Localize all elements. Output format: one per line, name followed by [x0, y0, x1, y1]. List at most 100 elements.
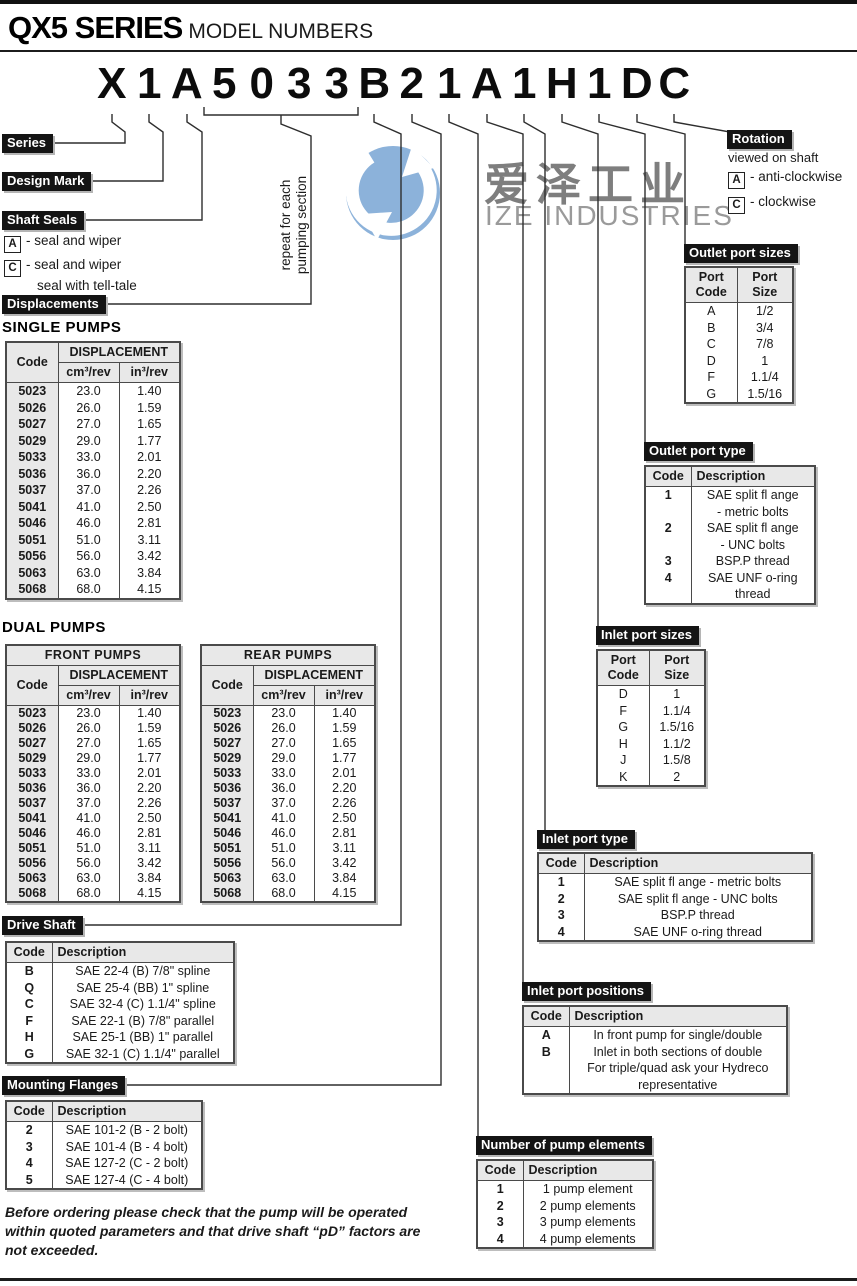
table-row: 5068 68.0 4.15 — [200, 886, 376, 902]
model-char: 3 — [324, 59, 349, 108]
table-row: G 1.5/16 — [684, 385, 794, 403]
table-row: D 1 — [596, 685, 706, 703]
table-row: 5063 63.0 3.84 — [5, 564, 181, 581]
col-code: Code — [5, 1100, 53, 1122]
col-description: Description — [51, 1100, 203, 1122]
label-outlet-port-type: Outlet port type — [644, 442, 753, 461]
table-row: 5041 41.0 2.50 — [5, 498, 181, 515]
table-row: 5051 51.0 3.11 — [200, 841, 376, 856]
col-displacement: DISPLACEMENT — [252, 665, 376, 686]
single-pumps-heading: SINGLE PUMPS — [2, 319, 122, 336]
table-row: 5036 36.0 2.20 — [5, 465, 181, 482]
code-box: C — [4, 260, 21, 277]
col-description: Description — [690, 465, 816, 487]
table-row: 5068 68.0 4.15 — [5, 886, 181, 902]
label-drive-shaft: Drive Shaft — [2, 916, 83, 935]
col-port-code: Port Code — [684, 266, 738, 303]
table-row: F SAE 22-1 (B) 7/8" parallel — [5, 1012, 235, 1029]
inlet-port-sizes-table: Port Code Port Size D 1 F 1.1/4 G 1.5/16… — [596, 649, 706, 787]
table-row: 1 SAE split fl ange - metric bolts — [537, 873, 813, 891]
table-row: 5033 33.0 2.01 — [5, 766, 181, 781]
col-cm3: cm³/rev — [252, 685, 315, 706]
watermark-chinese: 爱泽工业 — [484, 159, 693, 210]
col-code: Code — [5, 665, 59, 706]
table-row: 5029 29.0 1.77 — [5, 432, 181, 449]
col-description: Description — [522, 1159, 654, 1181]
label-displacements: Displacements — [2, 295, 106, 314]
col-code: Code — [476, 1159, 524, 1181]
model-char: A — [170, 59, 203, 108]
col-description: Description — [583, 852, 813, 874]
table-row: H SAE 25-1 (BB) 1" parallel — [5, 1029, 235, 1046]
table-row: 5029 29.0 1.77 — [5, 751, 181, 766]
table-row: 5046 46.0 2.81 — [5, 826, 181, 841]
code-box: A — [4, 236, 21, 253]
rotation-option: C- clockwise — [728, 193, 842, 214]
col-description: Description — [51, 941, 235, 963]
col-code: Code — [522, 1005, 570, 1027]
table-row: 2 2 pump elements — [476, 1197, 654, 1214]
col-in3: in³/rev — [118, 685, 181, 706]
table-row: 5037 37.0 2.26 — [5, 796, 181, 811]
table-row: 5046 46.0 2.81 — [5, 515, 181, 532]
table-row: 5033 33.0 2.01 — [200, 766, 376, 781]
drive-shaft-table: Code Description B SAE 22-4 (B) 7/8" spl… — [5, 941, 235, 1064]
shaft-seal-option: C- seal and wiper seal with tell-tale — [4, 256, 137, 294]
table-row: 4 4 pump elements — [476, 1230, 654, 1248]
model-char: C — [658, 59, 691, 108]
table-row: C SAE 32-4 (C) 1.1/4" spline — [5, 996, 235, 1013]
front-pumps-table: FRONT PUMPS Code DISPLACEMENT cm³/rev in… — [5, 644, 181, 903]
series-title: QX5 SERIES — [8, 10, 183, 45]
table-row: representative — [522, 1076, 788, 1094]
inlet-port-type-table: Code Description 1 SAE split fl ange - m… — [537, 852, 813, 942]
table-row: F 1.1/4 — [684, 369, 794, 386]
table-row: G 1.5/16 — [596, 719, 706, 736]
table-row: 5 SAE 127-4 (C - 4 bolt) — [5, 1171, 203, 1189]
table-row: 3 BSP.P thread — [644, 553, 816, 570]
col-port-code: Port Code — [596, 649, 650, 686]
col-displacement: DISPLACEMENT — [57, 341, 181, 363]
model-char: D — [620, 59, 653, 108]
table-row: 5023 23.0 1.40 — [5, 705, 181, 721]
model-char: 3 — [287, 59, 312, 108]
rear-pumps-title: REAR PUMPS — [200, 644, 376, 666]
table-row: G SAE 32-1 (C) 1.1/4" parallel — [5, 1045, 235, 1063]
table-row: 5029 29.0 1.77 — [200, 751, 376, 766]
table-row: 5033 33.0 2.01 — [5, 449, 181, 466]
table-row: 4 SAE UNF o-ring thread — [537, 923, 813, 941]
outlet-port-sizes-table: Port Code Port Size A 1/2 B 3/4 C 7/8 D … — [684, 266, 794, 404]
option-extra: seal with tell-tale — [37, 278, 137, 293]
table-row: A In front pump for single/double — [522, 1026, 788, 1044]
table-row: 5041 41.0 2.50 — [5, 811, 181, 826]
model-char: X — [97, 59, 127, 108]
table-row: 5036 36.0 2.20 — [200, 781, 376, 796]
label-inlet-port-type: Inlet port type — [537, 830, 635, 849]
col-code: Code — [537, 852, 585, 874]
rotation-note: viewed on shaft — [728, 150, 819, 165]
inlet-port-positions-table: Code Description A In front pump for sin… — [522, 1005, 788, 1095]
model-char: B — [358, 59, 391, 108]
table-row: D 1 — [684, 352, 794, 369]
label-rotation: Rotation — [727, 130, 792, 149]
col-cm3: cm³/rev — [57, 362, 120, 383]
shaft-seal-option: A- seal and wiper — [4, 232, 137, 253]
table-row: 5056 56.0 3.42 — [200, 856, 376, 871]
table-row: J 1.5/8 — [596, 752, 706, 769]
table-row: Q SAE 25-4 (BB) 1" spline — [5, 979, 235, 996]
table-row: 5027 27.0 1.65 — [5, 416, 181, 433]
label-series: Series — [2, 134, 54, 153]
table-row: 5041 41.0 2.50 — [200, 811, 376, 826]
table-row: K 2 — [596, 768, 706, 786]
rotation-options: A- anti-clockwise C- clockwise — [728, 168, 842, 218]
col-description: Description — [568, 1005, 788, 1027]
model-char: 5 — [212, 59, 237, 108]
table-row: F 1.1/4 — [596, 702, 706, 719]
table-row: 5026 26.0 1.59 — [5, 721, 181, 736]
rear-pumps-table: REAR PUMPS Code DISPLACEMENT cm³/rev in³… — [200, 644, 376, 903]
model-char: 0 — [249, 59, 274, 108]
col-code: Code — [200, 665, 254, 706]
label-inlet-port-sizes: Inlet port sizes — [596, 626, 700, 645]
